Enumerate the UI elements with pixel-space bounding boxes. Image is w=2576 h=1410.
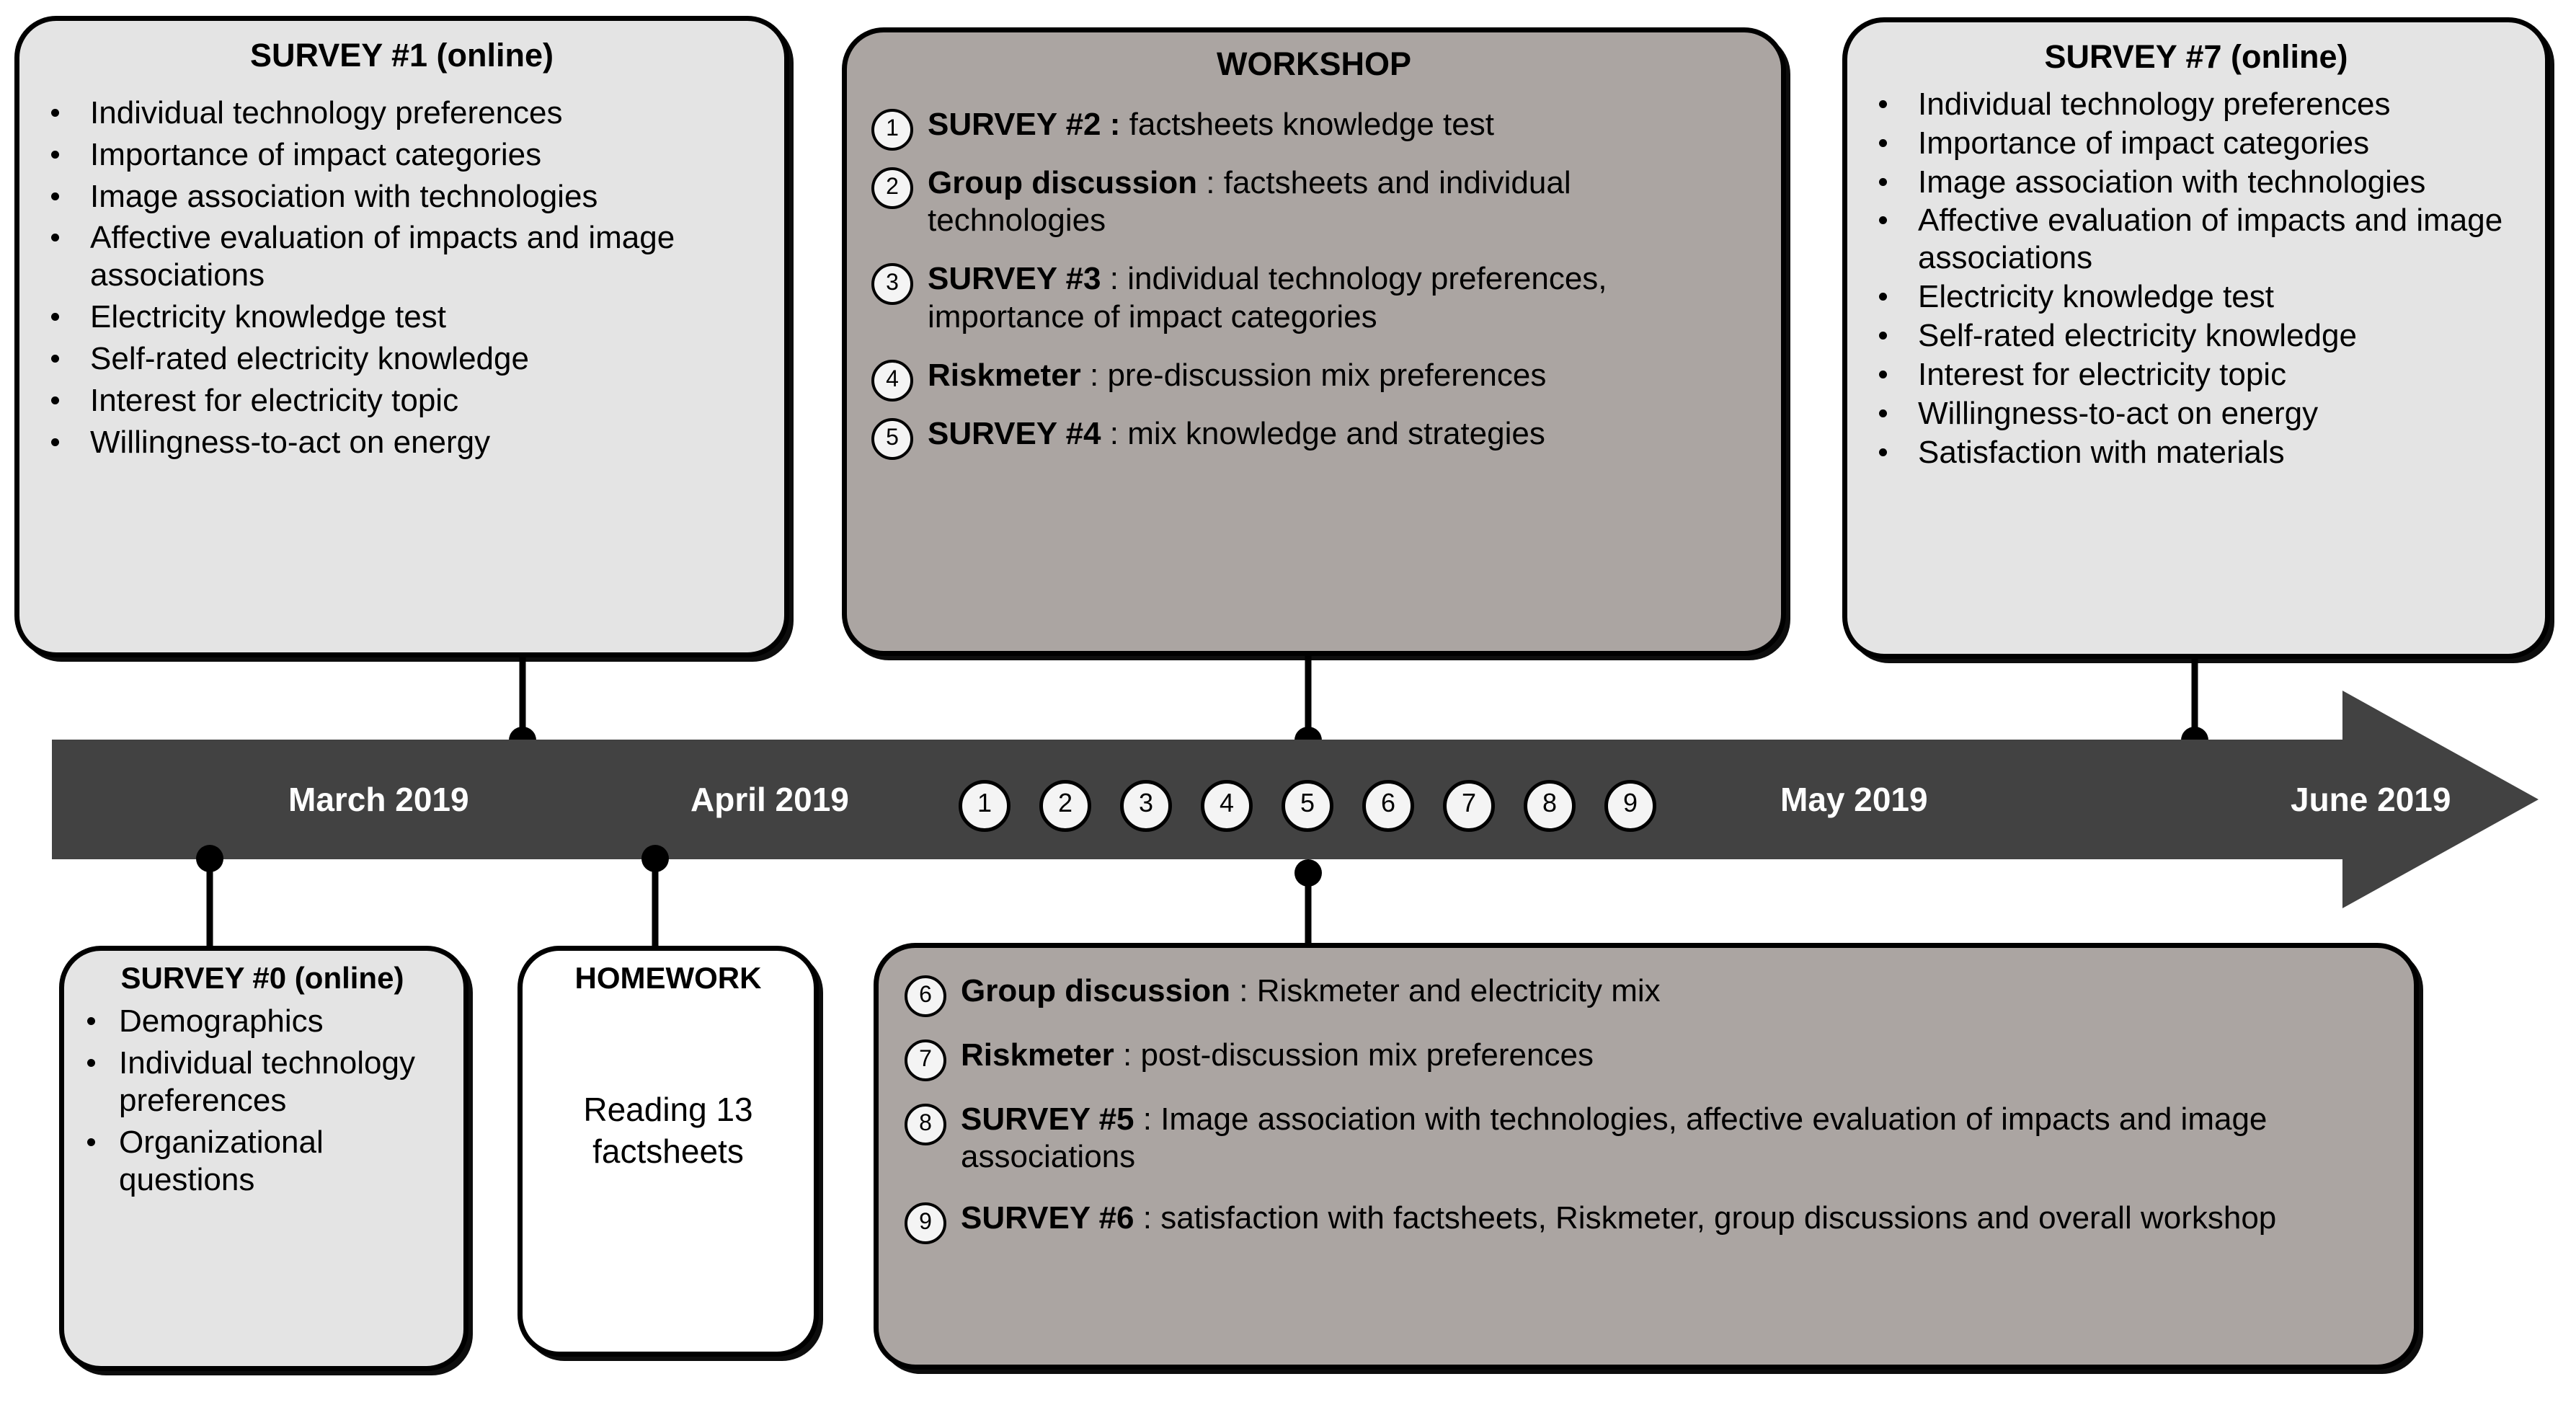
step-number-icon: 9	[905, 1202, 946, 1245]
step-number-icon: 2	[871, 167, 913, 209]
timeline-step-5[interactable]: 5	[1282, 780, 1333, 832]
list-item: 3 SURVEY #3 : individual technology pref…	[871, 260, 1756, 337]
homework-body: Reading 13 factsheets	[583, 1091, 753, 1170]
step-number-icon: 1	[871, 108, 913, 151]
list-item: Self-rated electricity knowledge	[38, 340, 765, 378]
survey1-list: Individual technology preferences Import…	[38, 94, 765, 461]
connector-homework	[641, 845, 669, 960]
list-item: Organizational questions	[74, 1124, 450, 1199]
workshop-list: 1 SURVEY #2 : factsheets knowledge test …	[871, 106, 1756, 460]
step-number-icon: 7	[905, 1039, 946, 1081]
list-item: Affective evaluation of impacts and imag…	[1866, 202, 2526, 277]
workshop2-box: 6 Group discussion : Riskmeter and elect…	[874, 943, 2419, 1370]
connector-workshop2	[1294, 859, 1322, 952]
timeline-step-6[interactable]: 6	[1362, 780, 1414, 832]
list-item: Importance of impact categories	[1866, 125, 2526, 162]
month-label-april: April 2019	[690, 781, 849, 818]
timeline-step-3[interactable]: 3	[1120, 780, 1172, 832]
list-item: Willingness-to-act on energy	[38, 424, 765, 461]
step-number-icon: 5	[871, 417, 913, 460]
list-item: 4 Riskmeter : pre-discussion mix prefere…	[871, 357, 1756, 402]
workshop-box: WORKSHOP 1 SURVEY #2 : factsheets knowle…	[842, 27, 1786, 656]
connector-survey1	[509, 657, 536, 754]
homework-box: HOMEWORK Reading 13 factsheets	[518, 946, 819, 1357]
timeline-step-9[interactable]: 9	[1604, 780, 1656, 832]
list-item: Affective evaluation of impacts and imag…	[38, 219, 765, 294]
connector-stem	[519, 657, 526, 740]
connector-stem	[2191, 657, 2198, 740]
list-item: 2 Group discussion : factsheets and indi…	[871, 164, 1756, 241]
list-item: Image association with technologies	[38, 178, 765, 216]
list-item: Willingness-to-act on energy	[1866, 395, 2526, 433]
connector-workshop	[1294, 656, 1322, 754]
timeline-step-4[interactable]: 4	[1201, 780, 1253, 832]
list-item: Self-rated electricity knowledge	[1866, 317, 2526, 355]
month-label-march: March 2019	[288, 781, 469, 818]
month-label-june: June 2019	[2291, 781, 2451, 818]
timeline-step-7[interactable]: 7	[1443, 780, 1495, 832]
connector-stem	[1305, 656, 1312, 740]
survey0-list: Demographics Individual technology prefe…	[74, 1003, 450, 1199]
timeline-step-1[interactable]: 1	[959, 780, 1011, 832]
survey1-title: SURVEY #1 (online)	[250, 37, 554, 74]
list-item: 1 SURVEY #2 : factsheets knowledge test	[871, 106, 1756, 151]
connector-survey0	[196, 845, 223, 960]
list-item: 8 SURVEY #5 : Image association with tec…	[905, 1101, 2385, 1177]
list-item: 5 SURVEY #4 : mix knowledge and strategi…	[871, 415, 1756, 460]
list-item: Demographics	[74, 1003, 450, 1040]
timeline-step-2[interactable]: 2	[1039, 780, 1091, 832]
list-item: Individual technology preferences	[74, 1045, 450, 1119]
list-item: 9 SURVEY #6 : satisfaction with factshee…	[905, 1200, 2385, 1245]
timeline-step-8[interactable]: 8	[1524, 780, 1576, 832]
survey7-box: SURVEY #7 (online) Individual technology…	[1842, 17, 2550, 659]
list-item: Electricity knowledge test	[1866, 278, 2526, 316]
connector-stem	[652, 858, 659, 960]
connector-survey7	[2181, 657, 2208, 754]
step-number-icon: 8	[905, 1103, 946, 1145]
step-number-icon: 4	[871, 359, 913, 402]
workshop-title: WORKSHOP	[1217, 45, 1411, 82]
survey7-list: Individual technology preferences Import…	[1866, 86, 2526, 471]
list-item: Electricity knowledge test	[38, 298, 765, 336]
step-number-icon: 3	[871, 263, 913, 306]
connector-stem	[206, 858, 213, 960]
list-item: Interest for electricity topic	[1866, 356, 2526, 394]
survey7-title: SURVEY #7 (online)	[2044, 38, 2348, 75]
month-label-may: May 2019	[1780, 781, 1928, 818]
connector-stem	[1305, 872, 1312, 952]
step-number-icon: 6	[905, 975, 946, 1017]
list-item: Interest for electricity topic	[38, 382, 765, 420]
list-item: Image association with technologies	[1866, 164, 2526, 201]
survey1-box: SURVEY #1 (online) Individual technology…	[14, 16, 789, 657]
survey0-box: SURVEY #0 (online) Demographics Individu…	[59, 946, 468, 1371]
survey0-title: SURVEY #0 (online)	[120, 961, 404, 995]
workshop2-list: 6 Group discussion : Riskmeter and elect…	[905, 972, 2385, 1245]
list-item: Individual technology preferences	[1866, 86, 2526, 123]
list-item: Satisfaction with materials	[1866, 434, 2526, 471]
list-item: 7 Riskmeter : post-discussion mix prefer…	[905, 1037, 2385, 1081]
list-item: 6 Group discussion : Riskmeter and elect…	[905, 972, 2385, 1017]
list-item: Individual technology preferences	[38, 94, 765, 132]
list-item: Importance of impact categories	[38, 136, 765, 174]
homework-title: HOMEWORK	[574, 961, 762, 995]
